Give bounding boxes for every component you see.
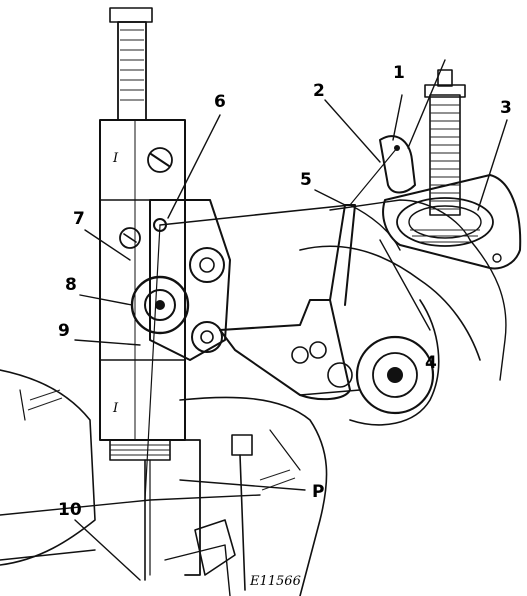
- leader-10: [74, 519, 141, 581]
- label-6: 6: [214, 92, 226, 112]
- label-5: 5: [300, 170, 312, 190]
- leader-3: [477, 119, 508, 211]
- presser-foot-guide: [164, 434, 253, 596]
- figure-code: E11566: [249, 574, 301, 589]
- leader-7: [84, 229, 131, 261]
- leader-6: [167, 114, 221, 219]
- leader-5: [314, 189, 346, 206]
- tension-disc-assembly: [379, 135, 522, 270]
- label-8: 8: [65, 275, 77, 295]
- label-9: 9: [58, 321, 70, 341]
- take-up-mechanism: [119, 199, 435, 415]
- upper-arm-housing: [299, 199, 507, 426]
- label-P: P: [312, 482, 324, 502]
- leader-4: [379, 239, 431, 331]
- thread-path: [144, 147, 401, 501]
- leader-9: [74, 339, 141, 346]
- label-7: 7: [73, 209, 85, 229]
- label-10: 10: [58, 500, 82, 520]
- svg-text:I: I: [112, 401, 119, 416]
- callout-leaders: [74, 59, 508, 581]
- svg-text:I: I: [112, 151, 119, 166]
- label-4: 4: [425, 353, 437, 373]
- leader-2: [324, 99, 381, 163]
- needle-bar-housing: I I: [99, 7, 186, 581]
- leader-P: [179, 479, 306, 491]
- label-1: 1: [393, 63, 405, 83]
- callout-labels: 1 2 3 4 5 6 7 8 9 10 P E11566: [58, 63, 512, 589]
- leader-1: [392, 94, 403, 141]
- label-3: 3: [500, 98, 512, 118]
- label-2: 2: [313, 81, 325, 101]
- machine-body: [0, 369, 328, 596]
- leader-8: [79, 294, 133, 306]
